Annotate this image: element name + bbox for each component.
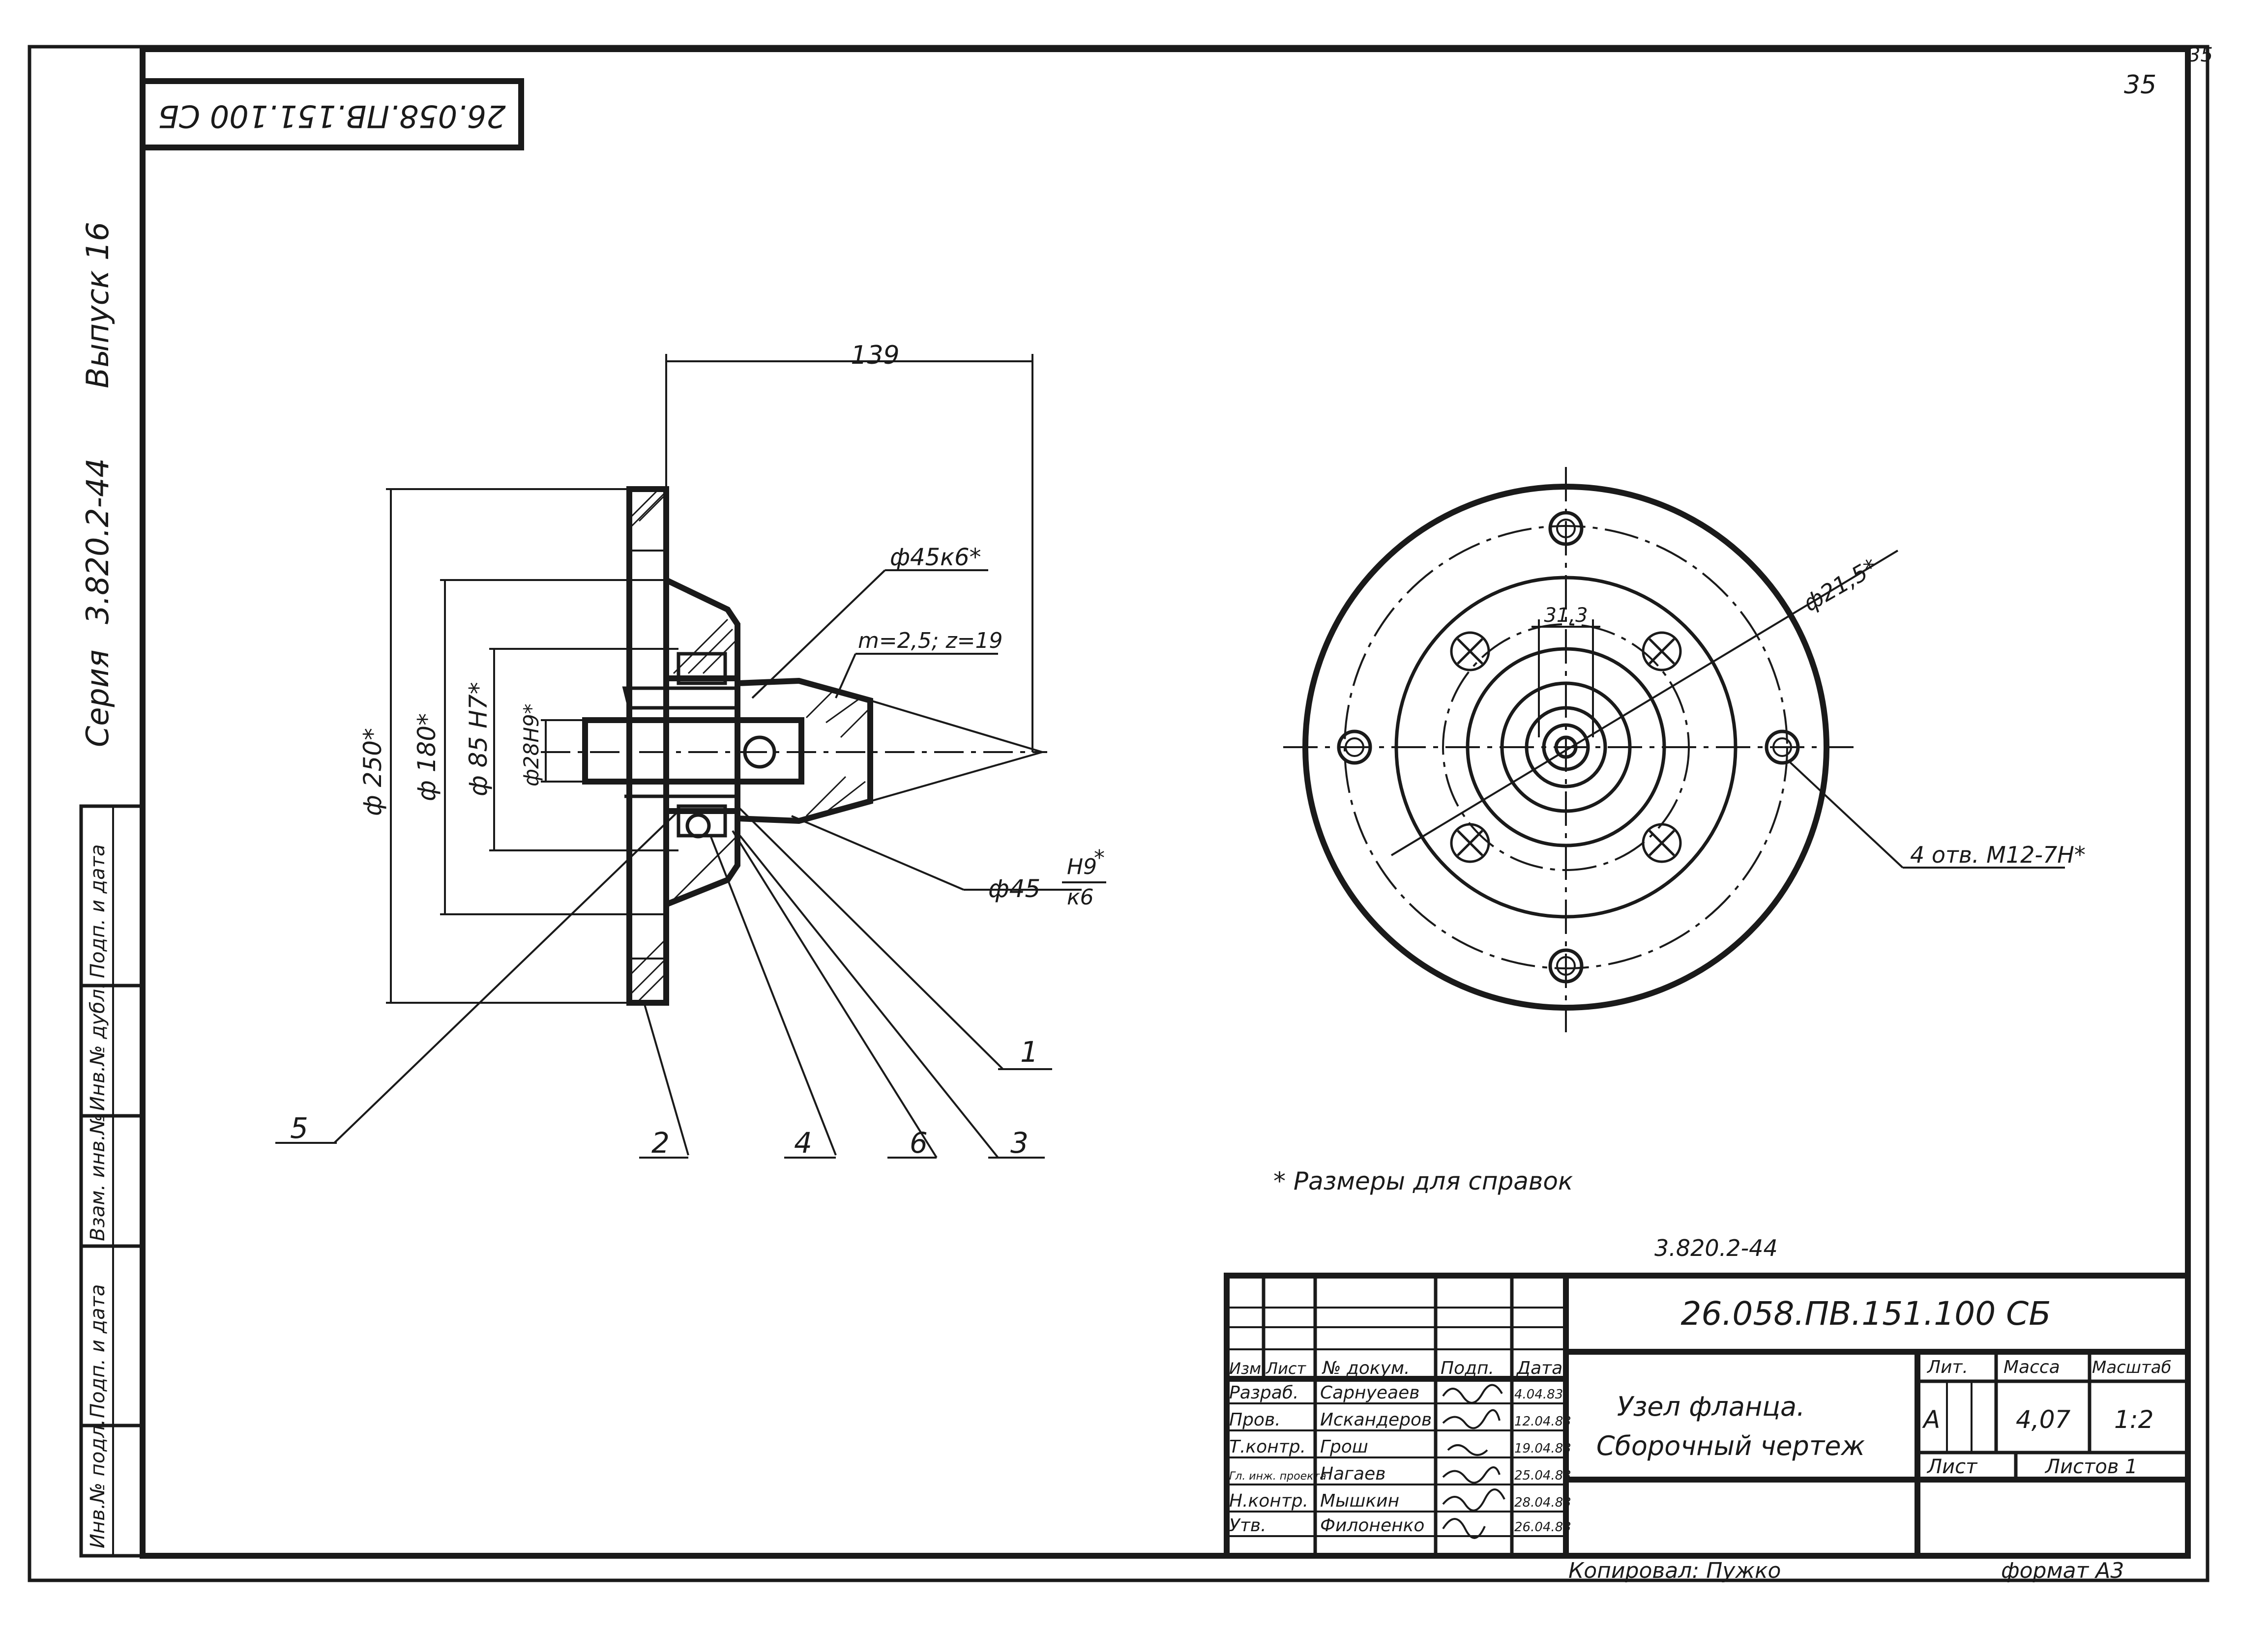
callout-3: 3	[1010, 1126, 1029, 1160]
row-role: Гл. инж. проекта	[1229, 1470, 1326, 1483]
row-name: Филоненко	[1320, 1515, 1424, 1536]
section-view	[541, 486, 1047, 1006]
page-number: 35	[2124, 70, 2156, 100]
row-date: 19.04.83	[1514, 1441, 1571, 1456]
footnote: * Размеры для справок	[1273, 1167, 1573, 1195]
callout-5: 5	[290, 1111, 308, 1145]
dim-d45k6: ф45к6*	[890, 544, 981, 571]
dim-d250: ф 250*	[358, 728, 387, 816]
hub-upper	[663, 575, 740, 681]
part-callouts: 1 2 3 4 5 6	[275, 805, 1052, 1160]
callout-6: 6	[910, 1126, 928, 1160]
row-role: Пров.	[1229, 1410, 1281, 1430]
row-role: Н.контр.	[1229, 1491, 1308, 1511]
hdr-izm: Изм	[1229, 1359, 1261, 1378]
series-code-above-title: 3.820.2-44	[1654, 1235, 1778, 1261]
sheets-label: Листов 1	[2044, 1455, 2138, 1478]
svg-text:Н9: Н9	[1067, 854, 1097, 879]
row-name: Грош	[1320, 1437, 1368, 1457]
callout-1: 1	[1020, 1035, 1038, 1069]
row-name: Искандеров	[1320, 1410, 1432, 1430]
row-date: 26.04.83	[1514, 1520, 1571, 1535]
margin-stamp-5: Инв.№ подл.	[87, 1419, 109, 1548]
flange-plate	[626, 486, 669, 1006]
row-role: Разраб.	[1229, 1383, 1298, 1403]
dim-holes: 4 отв. М12-7Н*	[1910, 842, 2086, 868]
svg-text:ф45: ф45	[988, 874, 1040, 903]
shaft	[582, 717, 804, 785]
hdr-sign: Подп.	[1441, 1358, 1494, 1378]
margin-stamp-1: Подп. и дата	[87, 844, 109, 978]
dim-d180: ф 180*	[412, 713, 441, 801]
row-role: Утв.	[1229, 1515, 1267, 1536]
inner-frame	[140, 46, 2191, 1559]
left-stamp-strip: Подп. и дата Инв.№ дубл. Взам. инв.№ Под…	[79, 804, 145, 1558]
dim-d28: ф28Н9*	[519, 703, 543, 786]
series-label: Серия	[80, 650, 116, 747]
callout-4: 4	[794, 1126, 812, 1160]
lit-label: Лит.	[1926, 1357, 1968, 1377]
mass-value: 4,07	[2016, 1405, 2071, 1434]
dim-31-3: 31,3	[1544, 604, 1588, 627]
issue-label: Выпуск 16	[80, 222, 116, 388]
gear-params: m=2,5; z=19	[858, 628, 1002, 653]
lit-value: А	[1922, 1405, 1940, 1434]
signatures	[1442, 1384, 1505, 1539]
sheet-label: Лист	[1926, 1455, 1978, 1478]
row-date: 12.04.83	[1514, 1414, 1571, 1429]
title-name-1: Узел фланца.	[1617, 1391, 1805, 1422]
margin-stamp-3: Взам. инв.№	[87, 1114, 109, 1241]
svg-text:*: *	[1094, 845, 1105, 871]
series-value: 3.820.2-44	[80, 458, 116, 624]
scale-label: Масштаб	[2092, 1358, 2172, 1377]
dim-d21-5: ф21,5*	[1799, 553, 1883, 616]
dimension-lines	[386, 354, 1082, 1004]
title-block	[1224, 1273, 2191, 1559]
dim-139: 139	[851, 341, 899, 370]
callout-2: 2	[651, 1126, 670, 1160]
row-date: 4.04.83	[1514, 1387, 1563, 1402]
svg-text:к6: к6	[1067, 885, 1094, 910]
scale-value: 1:2	[2114, 1405, 2153, 1434]
row-date: 25.04.83	[1514, 1468, 1571, 1483]
row-date: 28.04.83	[1514, 1495, 1571, 1510]
row-name: Сарнуеаев	[1320, 1383, 1419, 1403]
hdr-date: Дата	[1516, 1358, 1562, 1378]
dim-d45-fit: ф45 Н9 к6 *	[988, 845, 1106, 910]
top-stamp-text: 26.058.ПВ.151.100 СБ	[158, 98, 505, 134]
hdr-doc: № докум.	[1322, 1358, 1410, 1378]
mass-label: Масса	[2003, 1357, 2060, 1377]
bearing-upper	[677, 652, 727, 685]
margin-stamp-4: Подп. и дата	[87, 1284, 109, 1418]
copied-by: Копировал: Пужко	[1568, 1558, 1781, 1583]
signature-rows: Разраб. Сарнуеаев 4.04.83 Пров. Искандер…	[1229, 1383, 1571, 1536]
row-name: Нагаев	[1320, 1464, 1385, 1484]
corner-mark: 35	[2188, 44, 2213, 66]
hdr-list: Лист	[1266, 1359, 1306, 1378]
title-designation: 26.058.ПВ.151.100 СБ	[1680, 1295, 2051, 1333]
dim-d85: ф 85 Н7*	[464, 682, 493, 796]
title-name-2: Сборочный чертеж	[1596, 1430, 1865, 1461]
format-label: формат А3	[2001, 1558, 2124, 1583]
top-stamp: 26.058.ПВ.151.100 СБ	[140, 78, 524, 150]
row-role: Т.контр.	[1229, 1437, 1306, 1457]
margin-stamp-2: Инв.№ дубл.	[87, 983, 109, 1111]
row-name: Мышкин	[1320, 1491, 1399, 1511]
front-view	[1283, 467, 2065, 1032]
